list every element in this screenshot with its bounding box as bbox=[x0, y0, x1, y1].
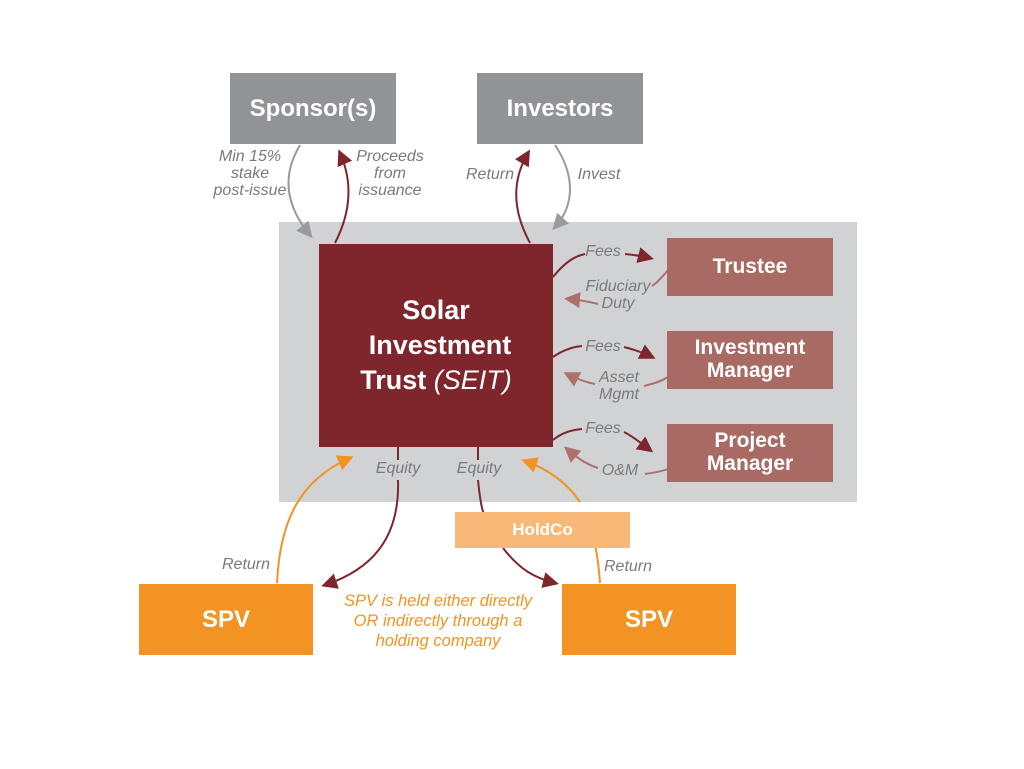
trust-line1: Solar bbox=[402, 294, 470, 325]
arrow-fiduciary bbox=[568, 269, 669, 304]
label-equity-right: Equity bbox=[456, 460, 502, 477]
arrow-proceeds bbox=[334, 149, 353, 244]
investment-manager-node: Investment Manager bbox=[667, 331, 833, 389]
label-fees-pm: Fees bbox=[585, 420, 621, 437]
label-fees-trustee: Fees bbox=[585, 243, 621, 260]
arrow-invest bbox=[552, 144, 571, 230]
arrow-fees-im bbox=[552, 346, 652, 357]
label-equity-left: Equity bbox=[375, 460, 421, 477]
label-fees-im: Fees bbox=[585, 338, 621, 355]
trust-abbr: (SEIT) bbox=[433, 365, 512, 396]
arrow-min-stake bbox=[287, 144, 313, 239]
trust-line3-wrap: Trust (SEIT) bbox=[360, 363, 512, 398]
trustee-node: Trustee bbox=[667, 238, 833, 296]
label-return-investors: Return bbox=[465, 166, 515, 183]
arrow-fees-trustee bbox=[552, 254, 650, 278]
arrow-asset-mgmt bbox=[567, 374, 669, 386]
trust-node: Solar Investment Trust (SEIT) bbox=[319, 244, 553, 447]
trust-line3: Trust bbox=[360, 365, 427, 396]
trust-line2: Investment bbox=[368, 329, 512, 360]
arrow-return-investors bbox=[515, 149, 531, 244]
label-invest: Invest bbox=[577, 166, 621, 183]
investors-node: Investors bbox=[477, 73, 643, 144]
pm-line1: Project bbox=[714, 429, 786, 453]
label-om: O&M bbox=[601, 462, 639, 479]
arrow-om bbox=[567, 449, 669, 475]
pm-line2: Manager bbox=[706, 452, 794, 475]
spv-left-node: SPV bbox=[139, 584, 313, 655]
label-return-left: Return bbox=[221, 556, 271, 573]
project-manager-node: Project Manager bbox=[667, 424, 833, 482]
arrow-return-left bbox=[276, 455, 354, 584]
sponsors-node: Sponsor(s) bbox=[230, 73, 396, 144]
spv-right-node: SPV bbox=[562, 584, 736, 655]
im-line2: Manager bbox=[706, 359, 794, 382]
arrow-equity-left bbox=[325, 447, 400, 585]
holdco-node: HoldCo bbox=[455, 512, 630, 548]
im-line1: Investment bbox=[694, 336, 806, 360]
label-return-right: Return bbox=[603, 558, 653, 575]
